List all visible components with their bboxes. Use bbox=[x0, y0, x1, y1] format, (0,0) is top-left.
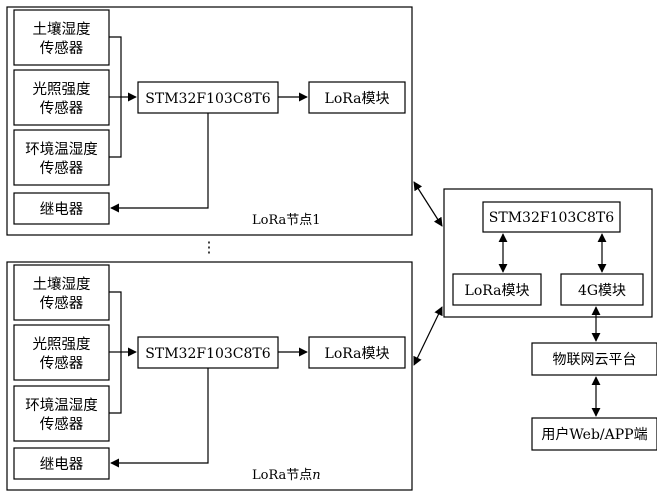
node-n-gateway-link bbox=[413, 306, 443, 366]
node-n-relay-label: 继电器 bbox=[40, 456, 84, 473]
node-n-lora-module-box bbox=[308, 336, 406, 369]
user-terminal-box bbox=[531, 417, 657, 451]
node-1-mcu-to-relay-arrow bbox=[110, 113, 209, 213]
user-terminal-label: 用户Web/APP端 bbox=[541, 426, 647, 443]
node-1-relay-box bbox=[13, 192, 110, 225]
node-n-env-sensor-line1: 环境温湿度 bbox=[25, 396, 98, 414]
gateway-lora-module-box bbox=[452, 273, 542, 306]
gateway-mcu-label: STM32F103C8T6 bbox=[489, 210, 614, 226]
node-n-soil-sensor-box bbox=[13, 264, 110, 321]
gateway-4g-module-label: 4G模块 bbox=[578, 283, 626, 299]
node-n-frame bbox=[6, 261, 413, 491]
node-n-lora-module-label: LoRa模块 bbox=[325, 346, 390, 362]
node-1-soil-sensor-line1: 土壤湿度 bbox=[33, 20, 91, 38]
gateway-4g-module-box bbox=[560, 273, 644, 306]
node-1-light-sensor-line2: 传感器 bbox=[40, 100, 84, 117]
node-n-soil-sensor-line1: 土壤湿度 bbox=[33, 275, 91, 293]
iot-platform-label: 物联网云平台 bbox=[553, 352, 637, 368]
gateway-lora-module-label: LoRa模块 bbox=[465, 283, 530, 299]
node-1-light-sensor-line1: 光照强度 bbox=[33, 81, 91, 98]
node-1-light-sensor-box bbox=[13, 69, 110, 126]
node-1-label: LoRa节点1 bbox=[252, 213, 321, 228]
lora-node-n: 土壤湿度 传感器 光照强度 传感器 环境温湿度 传感器 继电器 STM32F10… bbox=[6, 261, 413, 491]
node-n-light-sensor-box bbox=[13, 324, 110, 381]
node-1-mcu-label: STM32F103C8T6 bbox=[145, 91, 270, 107]
iot-platform-box bbox=[531, 342, 657, 376]
gateway: STM32F103C8T6 LoRa模块 4G模块 bbox=[443, 188, 653, 318]
node-n-env-sensor-line2: 传感器 bbox=[40, 416, 84, 433]
lora-node-1: 土壤湿度 传感器 光照强度 传感器 环境温湿度 传感器 继电器 STM32F10… bbox=[6, 6, 413, 236]
node-n-light-sensor-line2: 传感器 bbox=[40, 355, 84, 372]
node-1-frame bbox=[6, 6, 413, 236]
node-1-soil-sensor-box bbox=[13, 9, 110, 66]
node-1-lora-module-label: LoRa模块 bbox=[325, 91, 390, 107]
node-1-lora-module-box bbox=[308, 81, 406, 114]
node-1-relay-label: 继电器 bbox=[40, 201, 84, 218]
nodes-ellipsis: ⋮ bbox=[202, 240, 217, 256]
gateway-frame bbox=[443, 188, 653, 318]
node-n-label: LoRa节点n bbox=[252, 468, 321, 483]
node-1-gateway-link bbox=[413, 181, 443, 227]
node-n-relay-box bbox=[13, 447, 110, 480]
node-n-soil-sensor-line2: 传感器 bbox=[40, 295, 84, 312]
node-n-mcu-label: STM32F103C8T6 bbox=[145, 346, 270, 362]
node-1-env-sensor-line1: 环境温湿度 bbox=[25, 140, 98, 158]
gateway-mcu-box bbox=[482, 201, 621, 233]
node-1-env-sensor-line2: 传感器 bbox=[40, 160, 84, 177]
node-n-light-sensor-line1: 光照强度 bbox=[33, 336, 91, 353]
node-n-mcu-box bbox=[137, 336, 279, 369]
node-1-soil-sensor-line2: 传感器 bbox=[40, 40, 84, 57]
node-n-mcu-to-relay-arrow bbox=[110, 368, 209, 468]
